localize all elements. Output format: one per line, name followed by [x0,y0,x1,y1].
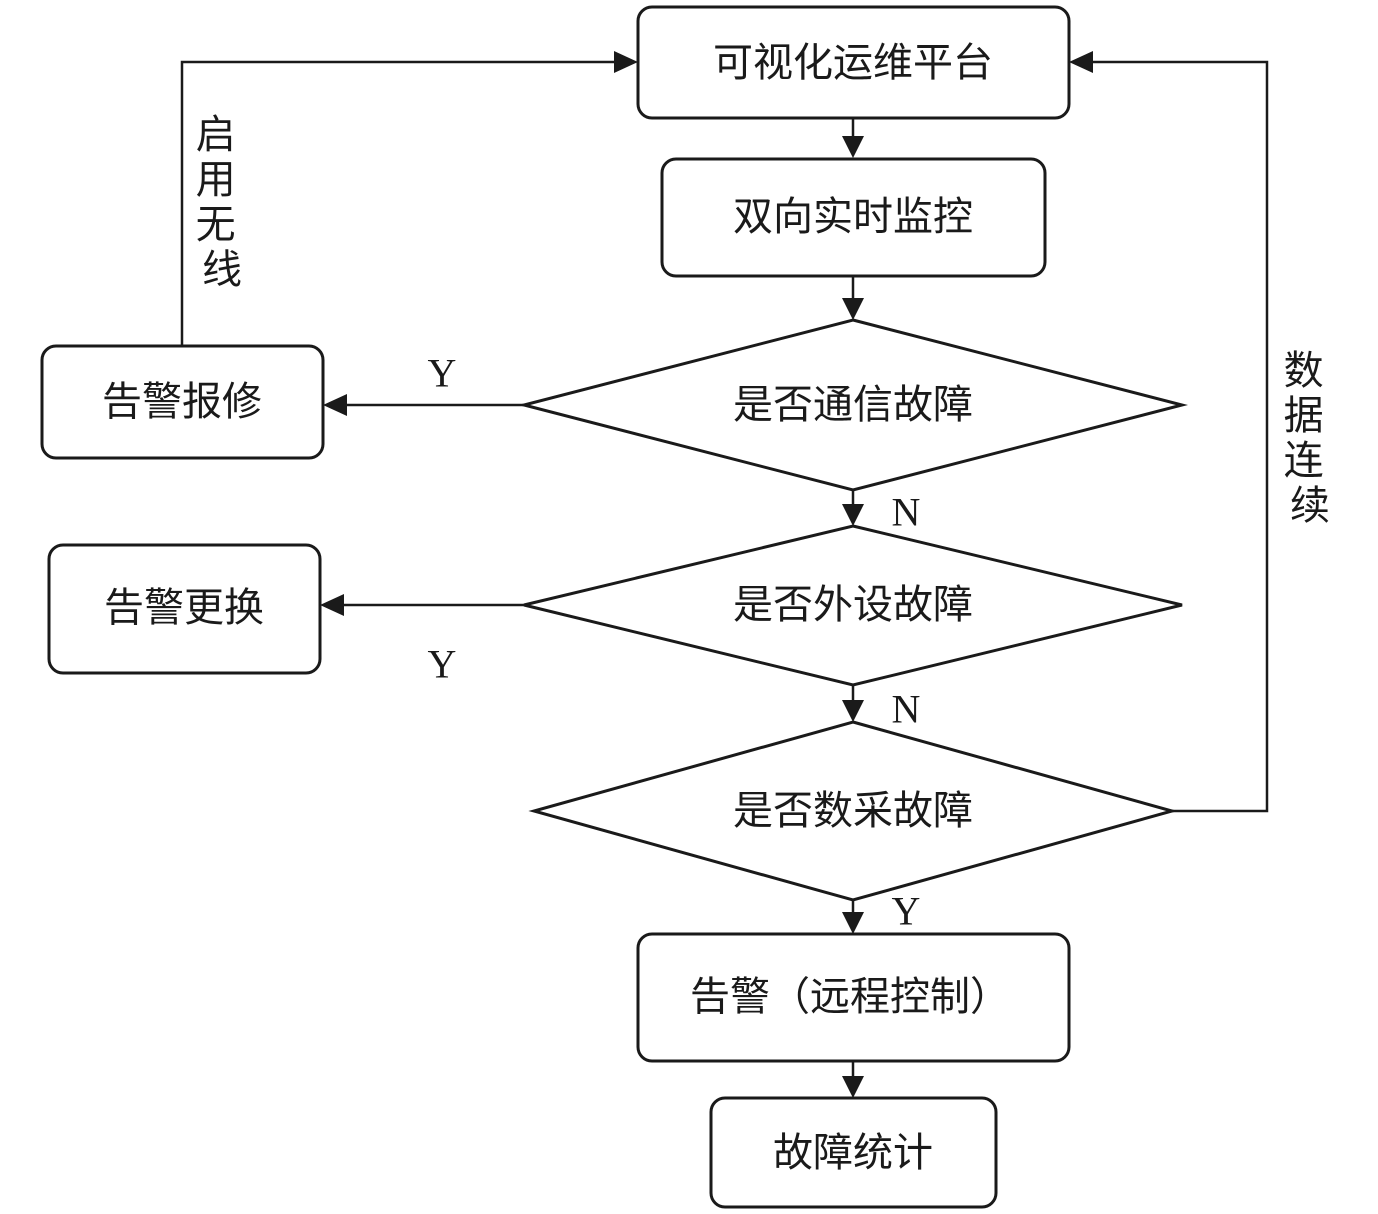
arrowhead-daq [842,700,864,722]
label-data-continuous: 数 据 连 续 [1284,348,1337,529]
node-platform-label: 可视化运维平台 [713,40,993,86]
label-periph-yes: Y [428,642,457,687]
label-enable-wireless-char-3: 无 [196,202,236,248]
label-data-continuous-char-2: 据 [1284,393,1324,439]
label-periph-no: N [892,687,921,732]
node-alarm-repair [40,344,325,460]
node-periph-fault-label: 是否外设故障 [733,582,973,628]
label-enable-wireless-char-2: 用 [196,157,236,203]
arrowhead-comm [842,298,864,320]
arrowhead-stats [842,1076,864,1098]
node-daq-fault [528,720,1178,902]
label-data-continuous-char-4: 续 [1290,483,1330,529]
node-comm-fault [518,318,1188,492]
nodes: 可视化运维平台 双向实时监控 是否通信故障 是否外设故障 是否数采故障 告警报修… [40,5,1188,1209]
node-daq-fault-label: 是否数采故障 [733,788,973,834]
node-comm-fault-label: 是否通信故障 [733,382,973,428]
node-alarm-replace-label: 告警更换 [104,585,264,631]
edge-repair-platform [180,60,615,346]
edge-daq-platform [1092,60,1269,813]
label-comm-no: N [892,490,921,535]
arrowhead-platform-right [1069,51,1093,73]
node-fault-stats-label: 故障统计 [773,1130,933,1176]
label-daq-yes: Y [892,889,921,934]
arrowhead-replace [320,594,344,616]
label-enable-wireless: 启 用 无 线 [196,112,249,293]
node-alarm-remote [636,932,1071,1063]
node-periph-fault [523,524,1183,687]
label-enable-wireless-char-1: 启 [196,112,236,158]
arrowhead-platform-left [614,51,638,73]
node-alarm-repair-label: 告警报修 [102,379,262,425]
arrowhead-periph [842,504,864,526]
node-platform [636,5,1071,120]
arrowhead-repair [323,394,347,416]
label-comm-yes: Y [428,351,457,396]
edge-labels: Y N Y N Y 启 用 无 线 数 据 连 续 [196,112,1337,934]
node-monitor [660,157,1047,278]
node-fault-stats [709,1096,998,1209]
node-alarm-replace [47,543,322,675]
label-data-continuous-char-1: 数 [1284,348,1324,394]
edges [180,51,1269,1098]
label-data-continuous-char-3: 连 [1284,438,1324,484]
arrowhead-monitor [842,136,864,158]
node-monitor-label: 双向实时监控 [733,194,973,240]
label-enable-wireless-char-4: 线 [202,247,242,293]
arrowhead-remote [842,912,864,934]
node-alarm-remote-label: 告警（远程控制） [690,974,1010,1020]
